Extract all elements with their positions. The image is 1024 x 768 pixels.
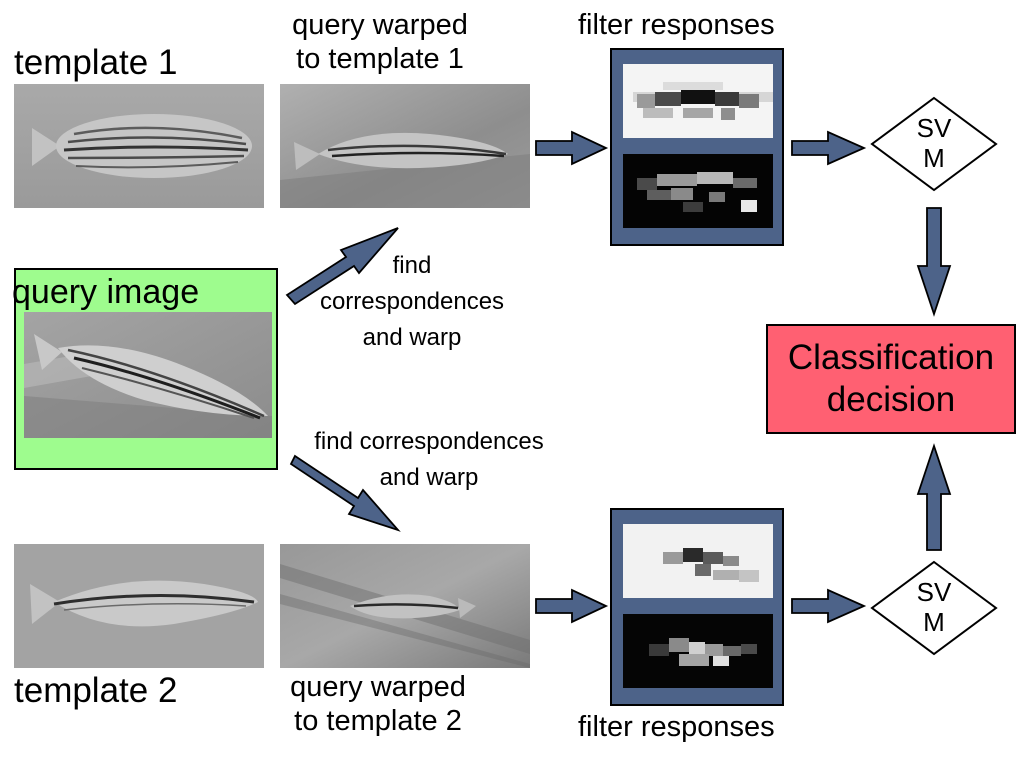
arrow-svm-bottom-to-decision xyxy=(916,443,952,551)
svm-bottom-node: SV M xyxy=(870,560,998,656)
svm-top-node: SV M xyxy=(870,96,998,192)
query-image xyxy=(24,312,272,438)
template-1-image xyxy=(14,84,264,208)
filter-response-map-top-1 xyxy=(623,64,773,138)
filter-responses-bottom-label: filter responses xyxy=(578,711,775,743)
arrow-filters-top-to-svm xyxy=(791,130,867,166)
find-corr-bottom-line-2: and warp xyxy=(379,464,479,491)
filter-response-map-bottom-1 xyxy=(623,524,773,598)
arrow-warped1-to-filters xyxy=(535,130,609,166)
query-warped-1-line-1: query warped xyxy=(292,9,468,41)
filter-response-map-bottom-2 xyxy=(623,614,773,688)
filter-response-map-top-2 xyxy=(623,154,773,228)
query-warped-1-image xyxy=(280,84,530,208)
arrow-query-to-warped1 xyxy=(285,227,399,306)
arrow-svm-top-to-decision xyxy=(916,207,952,317)
query-warped-2-line-1: query warped xyxy=(290,671,466,703)
svm-top-label: SV M xyxy=(870,96,998,192)
find-correspondences-top-label: find correspondences and warp xyxy=(296,248,528,356)
decision-line-1: Classification xyxy=(787,338,995,377)
svm-bottom-label: SV M xyxy=(870,560,998,656)
template-1-label: template 1 xyxy=(14,43,178,82)
template-2-image xyxy=(14,544,264,668)
find-corr-top-line-3: and warp xyxy=(362,324,462,351)
find-corr-top-line-2: correspondences xyxy=(319,288,505,315)
query-warped-1-label: query warped to template 1 xyxy=(270,8,490,76)
find-corr-top-line-1: find xyxy=(392,252,432,279)
svm-top-line-1: SV xyxy=(916,113,952,144)
arrow-filters-bottom-to-svm xyxy=(791,588,867,624)
query-warped-2-label: query warped to template 2 xyxy=(262,670,494,738)
svm-top-line-2: M xyxy=(923,143,945,173)
arrow-warped2-to-filters xyxy=(535,588,609,624)
query-image-box: query image xyxy=(12,268,278,470)
decision-line-2: decision xyxy=(826,380,956,419)
svm-bottom-line-2: M xyxy=(923,607,945,637)
filter-responses-top-panel xyxy=(610,48,784,246)
find-corr-bottom-line-1: find correspondences xyxy=(314,428,544,455)
query-warped-1-line-2: to template 1 xyxy=(296,43,464,76)
filter-responses-bottom-panel xyxy=(610,508,784,706)
query-warped-2-line-2: to template 2 xyxy=(294,705,462,738)
svm-bottom-line-1: SV xyxy=(916,577,952,608)
classification-decision-box: Classification decision xyxy=(766,324,1016,434)
query-image-label: query image xyxy=(12,273,200,311)
find-correspondences-bottom-label: find correspondences and warp xyxy=(282,424,576,496)
arrow-query-to-warped2 xyxy=(289,454,401,532)
query-warped-2-image xyxy=(280,544,530,668)
template-2-label: template 2 xyxy=(14,671,178,710)
filter-responses-top-label: filter responses xyxy=(578,9,775,41)
